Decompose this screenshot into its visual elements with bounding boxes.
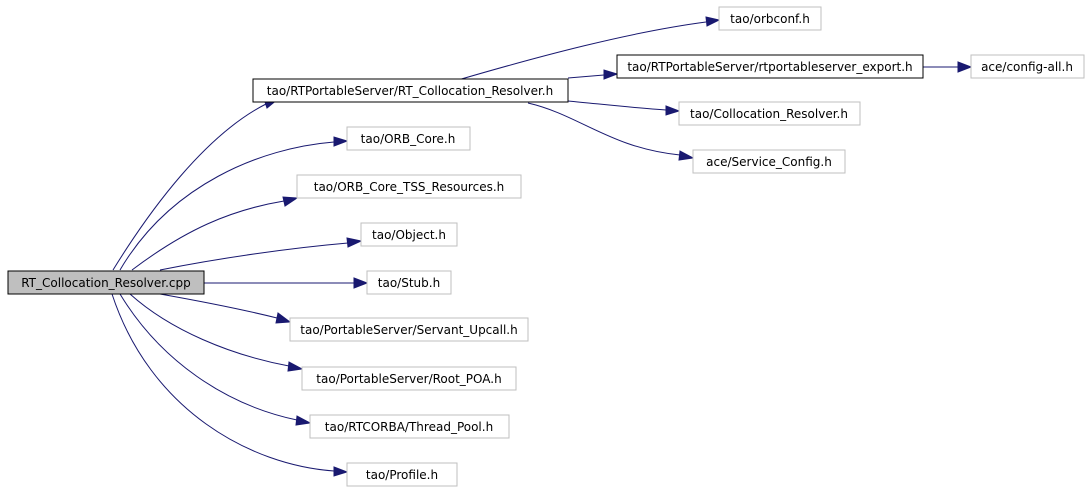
node-label: tao/ORB_Core.h [361,132,456,146]
node-label: tao/ORB_Core_TSS_Resources.h [314,180,505,194]
node-label: tao/Stub.h [378,276,440,290]
node-label: tao/RTPortableServer/RT_Collocation_Reso… [267,84,553,98]
node-label: RT_Collocation_Resolver.cpp [21,276,191,290]
edge-root-to-rt-collocation-resolver-h [112,103,267,271]
edge-root-to-thread-pool-h [119,293,298,421]
edge-root-to-object-h [159,242,349,271]
arrow-head [665,105,681,116]
node-label: tao/RTPortableServer/rtportableserver_ex… [627,60,912,74]
node-label: ace/Service_Config.h [706,155,832,169]
edge-root-to-servant-upcall-h [159,293,278,319]
edge-root-to-root-poa-h [129,293,290,367]
arrow-head [346,237,363,248]
arrow-head [957,61,973,73]
graph-edges [111,16,973,477]
edge-rtcr-to-orbconf-h [457,21,707,81]
node-thread-pool-h[interactable]: tao/RTCORBA/Thread_Pool.h [309,414,510,439]
arrow-head [705,16,721,27]
node-orb-core-tss-resources-h[interactable]: tao/ORB_Core_TSS_Resources.h [296,174,522,199]
arrow-head [275,312,292,324]
node-collocation-resolver-h[interactable]: tao/Collocation_Resolver.h [678,101,861,126]
arrow-head [333,466,349,477]
node-root-poa-h[interactable]: tao/PortableServer/Root_POA.h [301,366,517,391]
edge-root-to-orb-core-h [119,141,335,271]
node-label: tao/PortableServer/Root_POA.h [316,372,501,386]
arrow-head [333,136,349,147]
arrow-head [678,150,695,161]
node-label: ace/config-all.h [981,60,1073,74]
node-rtportableserver-export-h[interactable]: tao/RTPortableServer/rtportableserver_ex… [616,54,924,79]
node-root-cpp[interactable]: RT_Collocation_Resolver.cpp [7,270,205,295]
node-rt-collocation-resolver-h[interactable]: tao/RTPortableServer/RT_Collocation_Reso… [252,78,569,103]
node-label: tao/orbconf.h [730,12,810,26]
node-stub-h[interactable]: tao/Stub.h [366,270,452,295]
edge-rtcr-to-collocation-resolver-h [567,100,667,111]
node-label: tao/Profile.h [366,468,438,482]
node-config-all-h[interactable]: ace/config-all.h [970,54,1085,79]
edge-rtcr-to-rtportableserver-export-h [567,74,605,79]
node-label: tao/Collocation_Resolver.h [690,107,848,121]
node-orbconf-h[interactable]: tao/orbconf.h [718,6,822,31]
arrow-head [353,277,369,289]
arrow-head [287,361,304,372]
arrow-head [603,69,619,80]
node-label: tao/PortableServer/Servant_Upcall.h [300,323,517,337]
node-service-config-h[interactable]: ace/Service_Config.h [692,149,846,174]
node-profile-h[interactable]: tao/Profile.h [346,462,458,487]
node-label: tao/Object.h [372,228,446,242]
node-label: tao/RTCORBA/Thread_Pool.h [325,420,493,434]
arrow-head [282,196,299,207]
edge-root-to-profile-h [111,293,335,472]
edge-rtcr-to-service-config-h [527,102,681,156]
node-servant-upcall-h[interactable]: tao/PortableServer/Servant_Upcall.h [289,317,529,342]
arrow-head [295,415,312,426]
node-orb-core-h[interactable]: tao/ORB_Core.h [346,126,471,151]
node-object-h[interactable]: tao/Object.h [360,222,458,247]
edge-root-to-orb-core-tss-resources-h [131,200,285,271]
